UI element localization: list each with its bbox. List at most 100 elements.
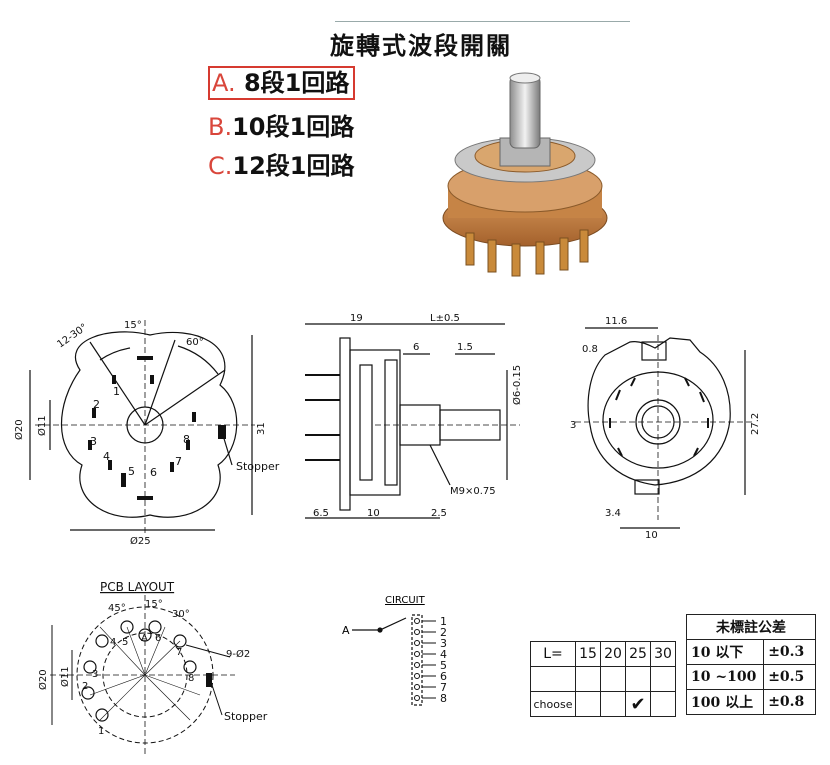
page-title: 旋轉式波段開關 bbox=[330, 32, 512, 60]
front-dim-31: 31 bbox=[256, 422, 267, 435]
circuit-position-label: 1 bbox=[440, 615, 447, 628]
front-angle-12-30: 12-30° bbox=[55, 322, 89, 351]
front-view-drawing: 1 2 3 4 5 6 7 8 12-30° 15° 60° Ø20 Ø11 Ø… bbox=[13, 320, 280, 547]
option-b-letter: B. bbox=[208, 113, 233, 141]
back-view-drawing: 11.6 0.8 3 27.2 3.4 10 bbox=[570, 316, 761, 540]
front-pin-1: 1 bbox=[113, 385, 120, 398]
choose-20[interactable] bbox=[600, 691, 626, 717]
pcb-pin-7: 7 bbox=[176, 647, 182, 658]
pcb-pin-2: 2 bbox=[82, 681, 88, 692]
front-pin-4: 4 bbox=[103, 450, 110, 463]
front-pin-2: 2 bbox=[93, 398, 100, 411]
pcb-angle-45: 45° bbox=[108, 603, 126, 614]
length-label: L= bbox=[530, 641, 576, 667]
back-dim-0-8: 0.8 bbox=[582, 344, 598, 355]
circuit-contact bbox=[414, 673, 420, 679]
check-mark-icon[interactable]: ✔ bbox=[625, 691, 651, 717]
front-pin-7: 7 bbox=[175, 455, 182, 468]
tolerance-value: ±0.8 bbox=[763, 689, 816, 715]
option-c-text: 12段1回路 bbox=[232, 152, 355, 180]
pcb-pin-8: 8 bbox=[188, 673, 194, 684]
circuit-position-label: 8 bbox=[440, 692, 447, 705]
length-20: 20 bbox=[600, 641, 626, 667]
length-row: L= 15 20 25 30 bbox=[530, 641, 676, 667]
pcb-holes-label: 9-Ø2 bbox=[226, 648, 250, 660]
side-dim-1-5: 1.5 bbox=[457, 342, 473, 353]
side-thread-label: M9×0.75 bbox=[450, 486, 496, 497]
circuit-contact bbox=[414, 684, 420, 690]
tolerance-value: ±0.3 bbox=[763, 639, 816, 665]
pcb-stopper-label: Stopper bbox=[224, 710, 268, 723]
option-a[interactable]: A. 8段1回路 bbox=[208, 66, 356, 100]
choose-15[interactable] bbox=[575, 691, 601, 717]
circuit-title: CIRCUIT bbox=[385, 595, 426, 606]
tolerance-header: 未標註公差 bbox=[686, 614, 816, 640]
pcb-title: PCB LAYOUT bbox=[100, 580, 175, 594]
back-dim-10: 10 bbox=[645, 530, 658, 540]
circuit-contact bbox=[414, 640, 420, 646]
pcb-pin-5: 5 bbox=[122, 637, 128, 648]
circuit-contact bbox=[414, 695, 420, 701]
side-dim-10: 10 bbox=[367, 508, 380, 519]
front-pin-5: 5 bbox=[128, 465, 135, 478]
back-dim-3-4: 3.4 bbox=[605, 508, 621, 519]
option-b[interactable]: B.10段1回路 bbox=[208, 107, 354, 142]
tolerance-row: 10 ~100 ±0.5 bbox=[685, 664, 816, 690]
front-angle-60: 60° bbox=[186, 337, 204, 348]
tolerance-range: 100 以上 bbox=[685, 689, 765, 715]
tolerance-range: 10 以下 bbox=[685, 639, 765, 665]
circuit-position-label: 6 bbox=[440, 670, 447, 683]
length-table: L= 15 20 25 30 choose ✔ bbox=[530, 641, 676, 717]
pcb-pin-1: 1 bbox=[98, 726, 104, 737]
rotary-switch-photo bbox=[442, 72, 608, 277]
tolerance-table: 未標註公差 10 以下 ±0.3 10 ~100 ±0.5 100 以上 ±0.… bbox=[685, 614, 816, 715]
back-dim-3: 3 bbox=[570, 420, 576, 431]
choose-row: choose ✔ bbox=[530, 691, 676, 717]
choose-30[interactable] bbox=[650, 691, 676, 717]
side-dim-6: 6 bbox=[413, 342, 419, 353]
length-30: 30 bbox=[650, 641, 676, 667]
circuit-position-label: 5 bbox=[440, 659, 447, 672]
side-dim-shaft-dia: Ø6-0.15 bbox=[511, 365, 523, 405]
pcb-pin-4: 4 bbox=[110, 637, 116, 648]
front-dim-d11: Ø11 bbox=[36, 415, 48, 436]
pcb-pin-3: 3 bbox=[92, 669, 98, 680]
circuit-position-label: 7 bbox=[440, 681, 447, 694]
pcb-angle-30: 30° bbox=[172, 609, 190, 620]
option-b-text: 10段1回路 bbox=[232, 113, 355, 141]
title-rule bbox=[335, 21, 630, 22]
option-c-letter: C. bbox=[208, 152, 233, 180]
circuit-position-label: 3 bbox=[440, 637, 447, 650]
tolerance-value: ±0.5 bbox=[763, 664, 816, 690]
side-dim-l: L±0.5 bbox=[430, 313, 460, 324]
front-stopper-label: Stopper bbox=[236, 460, 280, 473]
front-pin-8: 8 bbox=[183, 433, 190, 446]
front-dim-d20: Ø20 bbox=[13, 419, 25, 440]
pcb-pin-a: A bbox=[141, 633, 148, 644]
front-pin-6: 6 bbox=[150, 466, 157, 479]
front-dim-d25: Ø25 bbox=[130, 535, 151, 547]
circuit-position-label: 4 bbox=[440, 648, 447, 661]
option-a-text: 8段1回路 bbox=[243, 69, 350, 97]
tolerance-row: 100 以上 ±0.8 bbox=[685, 689, 816, 715]
back-dim-27-2: 27.2 bbox=[750, 413, 761, 435]
circuit-contact bbox=[414, 662, 420, 668]
back-dim-11-6: 11.6 bbox=[605, 316, 627, 327]
option-c[interactable]: C.12段1回路 bbox=[208, 146, 355, 181]
front-pin-3: 3 bbox=[90, 435, 97, 448]
side-dim-19: 19 bbox=[350, 313, 363, 324]
length-15: 15 bbox=[575, 641, 601, 667]
circuit-contact bbox=[414, 629, 420, 635]
side-view-drawing: 19 L±0.5 6 1.5 Ø6-0.15 6.5 10 2.5 M9×0.7… bbox=[305, 313, 523, 519]
spacer-row bbox=[530, 666, 676, 692]
circuit-contact bbox=[414, 651, 420, 657]
circuit-common-label: A bbox=[342, 624, 350, 637]
tolerance-row: 10 以下 ±0.3 bbox=[685, 639, 816, 665]
option-a-letter: A. bbox=[212, 69, 236, 97]
choose-label: choose bbox=[530, 691, 576, 717]
pcb-angle-15: 15° bbox=[145, 599, 163, 610]
front-angle-15: 15° bbox=[124, 320, 142, 331]
pcb-pin-6: 6 bbox=[155, 633, 161, 644]
side-dim-2-5: 2.5 bbox=[431, 508, 447, 519]
tolerance-range: 10 ~100 bbox=[685, 664, 765, 690]
